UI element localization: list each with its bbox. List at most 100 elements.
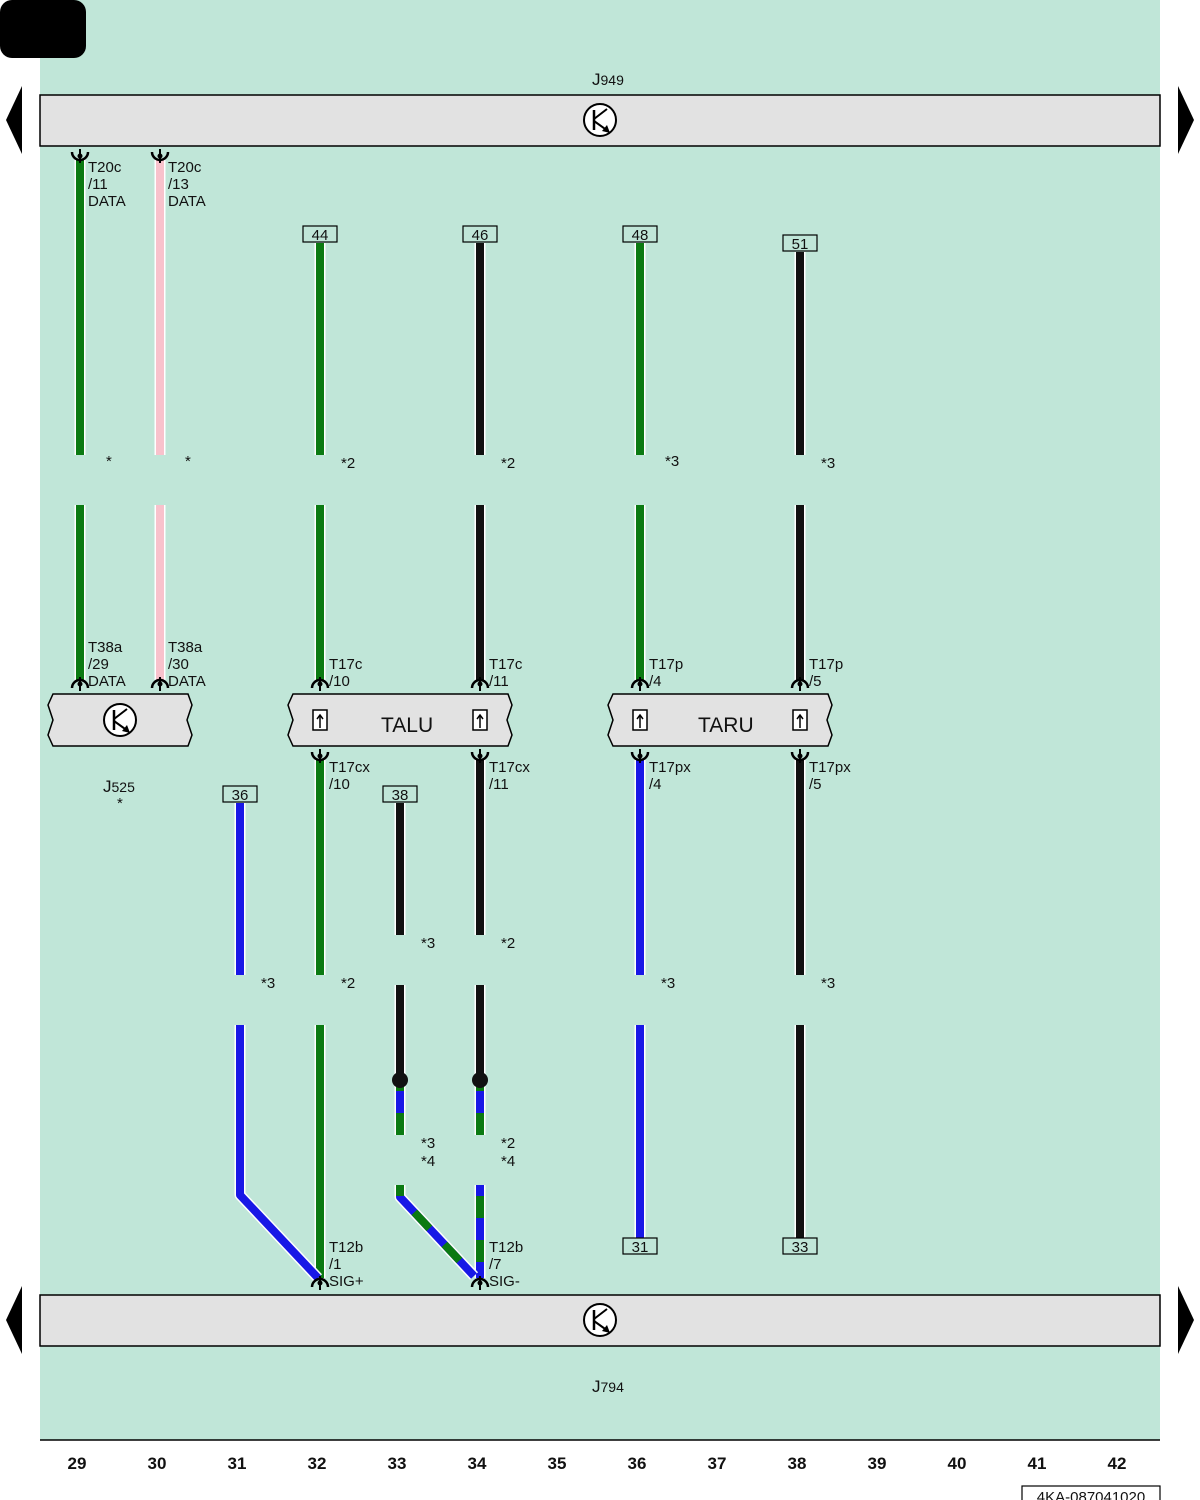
- module-pin-box: [472, 709, 488, 731]
- connector-pin-icon: [470, 749, 490, 763]
- connector-label: T38a /29 DATA: [88, 639, 126, 690]
- footnote: *2: [501, 455, 515, 472]
- connector-pin-icon: [630, 677, 650, 691]
- connector-label: T17px /5: [809, 759, 855, 793]
- connector-pin-icon: [310, 1276, 330, 1290]
- prev-page-icon[interactable]: [6, 1286, 22, 1354]
- connector-label: T17p /4: [649, 656, 687, 690]
- wire-number-31: 31: [622, 1237, 658, 1256]
- footnote: *4: [421, 1153, 435, 1170]
- module-taru-label: TARU: [698, 714, 754, 737]
- footnote: *2: [341, 455, 355, 472]
- footnote: *3: [821, 455, 835, 472]
- top-bar-label: J949: [592, 70, 624, 89]
- connector-label: T17c /10: [329, 656, 367, 690]
- connector-label: T17c /11: [489, 656, 527, 690]
- document-code: 4KA-087041020: [1021, 1485, 1161, 1500]
- column-number: 39: [868, 1454, 887, 1473]
- module-taru[interactable]: [607, 693, 833, 747]
- connector-label: T38a /30 DATA: [168, 639, 206, 690]
- connector-label: T12b /7 SIG-: [489, 1239, 527, 1290]
- module-pin-box: [312, 709, 328, 731]
- svg-text:44: 44: [312, 227, 329, 244]
- footnote: *4: [501, 1153, 515, 1170]
- connector-label: T20c /11 DATA: [88, 159, 126, 210]
- svg-text:36: 36: [232, 787, 249, 804]
- footnote: *3: [821, 975, 835, 992]
- module-talu-label: TALU: [381, 714, 433, 737]
- splice-dot-icon: [472, 1072, 488, 1088]
- svg-text:46: 46: [472, 227, 489, 244]
- footnote: *3: [261, 975, 275, 992]
- connector-pin-icon: [470, 1276, 490, 1290]
- wire-number-48: 48: [622, 225, 658, 244]
- column-number: 41: [1028, 1454, 1047, 1473]
- wire-number-36: 36: [222, 785, 258, 804]
- transistor-arrow-icon: [103, 703, 137, 737]
- footnote: *2: [501, 935, 515, 952]
- next-page-icon[interactable]: [1178, 1286, 1194, 1354]
- connector-pin-icon: [150, 149, 170, 163]
- connector-label: T17cx /10: [329, 759, 374, 793]
- transistor-arrow-icon: [583, 103, 617, 137]
- connector-label: T17p /5: [809, 656, 847, 690]
- column-number: 32: [308, 1454, 327, 1473]
- footnote: *: [106, 453, 112, 470]
- page-tab: [0, 0, 86, 58]
- connector-label: T20c /13 DATA: [168, 159, 206, 210]
- connector-label: T17cx /11: [489, 759, 534, 793]
- svg-text:48: 48: [632, 227, 649, 244]
- wire-number-51: 51: [782, 234, 818, 253]
- wire-number-46: 46: [462, 225, 498, 244]
- connector-label: T12b /1 SIG+: [329, 1239, 367, 1290]
- connector-pin-icon: [790, 677, 810, 691]
- svg-text:33: 33: [792, 1239, 809, 1256]
- transistor-arrow-icon: [583, 1303, 617, 1337]
- connector-pins: [70, 149, 810, 1290]
- connector-pin-icon: [470, 677, 490, 691]
- footnote: *3: [421, 1135, 435, 1152]
- svg-text:38: 38: [392, 787, 409, 804]
- connector-label: T17px /4: [649, 759, 695, 793]
- wire-number-33: 33: [782, 1237, 818, 1256]
- bottom-bar-label: J794: [592, 1377, 624, 1396]
- connector-pin-icon: [310, 749, 330, 763]
- column-number: 40: [948, 1454, 967, 1473]
- column-number: 38: [788, 1454, 807, 1473]
- module-talu[interactable]: [287, 693, 513, 747]
- connector-pin-icon: [150, 677, 170, 691]
- footnote: *3: [421, 935, 435, 952]
- svg-text:4KA-087041020: 4KA-087041020: [1037, 1489, 1145, 1500]
- next-page-icon[interactable]: [1178, 86, 1194, 154]
- column-number: 36: [628, 1454, 647, 1473]
- footnote: *: [185, 453, 191, 470]
- column-number: 35: [548, 1454, 567, 1473]
- module-pin-box: [792, 709, 808, 731]
- column-number: 33: [388, 1454, 407, 1473]
- footnote: *3: [661, 975, 675, 992]
- connector-pin-icon: [630, 749, 650, 763]
- wire-number-44: 44: [302, 225, 338, 244]
- wire-number-38: 38: [382, 785, 418, 804]
- svg-text:31: 31: [632, 1239, 649, 1256]
- connector-pin-icon: [310, 677, 330, 691]
- column-number: 30: [148, 1454, 167, 1473]
- column-number: 29: [68, 1454, 87, 1473]
- splice-dot-icon: [392, 1072, 408, 1088]
- connector-pin-icon: [70, 149, 90, 163]
- column-number: 31: [228, 1454, 247, 1473]
- footnote: *2: [341, 975, 355, 992]
- wires: [74, 160, 806, 1282]
- column-number: 34: [468, 1454, 487, 1473]
- prev-page-icon[interactable]: [6, 86, 22, 154]
- module-j525-label: J525: [103, 777, 135, 796]
- svg-text:51: 51: [792, 236, 809, 253]
- connector-pin-icon: [790, 749, 810, 763]
- footnote: *3: [665, 453, 679, 470]
- module-j525-note: *: [117, 795, 123, 812]
- column-number: 37: [708, 1454, 727, 1473]
- column-number: 42: [1108, 1454, 1127, 1473]
- module-pin-box: [632, 709, 648, 731]
- connector-pin-icon: [70, 677, 90, 691]
